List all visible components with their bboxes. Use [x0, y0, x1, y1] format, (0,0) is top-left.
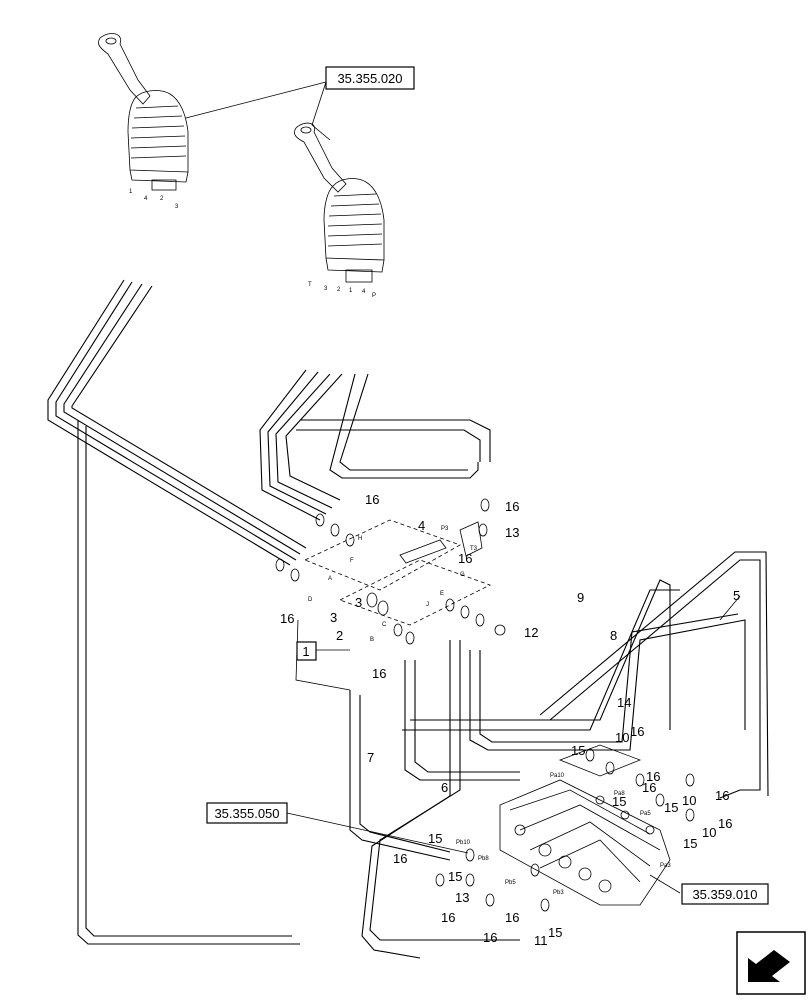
svg-text:35.359.010: 35.359.010: [692, 887, 757, 902]
callout: 8: [610, 628, 617, 643]
svg-text:Pb10: Pb10: [456, 840, 471, 846]
svg-text:16: 16: [441, 910, 455, 925]
svg-text:Pb8: Pb8: [478, 856, 489, 862]
manifold-port-letters: A B C D E F G H J: [308, 536, 465, 643]
callout: 16: [505, 499, 519, 514]
svg-text:1: 1: [129, 189, 133, 195]
callout: 15: [571, 743, 585, 758]
control-valve-block: [499, 744, 671, 906]
svg-text:16: 16: [646, 769, 660, 784]
svg-text:E: E: [440, 591, 444, 597]
svg-text:35.355.020: 35.355.020: [337, 71, 402, 86]
svg-text:16: 16: [715, 788, 729, 803]
callout: 4: [418, 518, 425, 533]
svg-text:J: J: [426, 602, 429, 608]
callout: 16: [372, 666, 386, 681]
svg-text:Pa8: Pa8: [614, 791, 625, 797]
svg-text:15: 15: [428, 831, 442, 846]
ref-box-valve-fitting[interactable]: 35.355.050: [206, 802, 288, 824]
svg-text:A: A: [328, 576, 332, 582]
callout: 16: [280, 611, 294, 626]
callout: 16: [393, 851, 407, 866]
callout: 16: [642, 780, 656, 795]
svg-text:1: 1: [302, 644, 309, 659]
svg-text:Pb5: Pb5: [505, 880, 516, 886]
callout: 3: [330, 610, 337, 625]
svg-text:T3: T3: [470, 546, 478, 552]
callout-numbers-extra: 15 15 16 16 16 16: [428, 769, 729, 925]
left-joystick-hoses: [47, 279, 307, 945]
port-labels: Pa10 Pa8 Pa5 Pa3 Pb10 Pb8 Pb5 Pb3 P3 T3: [441, 526, 671, 896]
callout: 3: [355, 595, 362, 610]
svg-text:2: 2: [337, 287, 341, 293]
callout: 16: [718, 816, 732, 831]
svg-text:Pa5: Pa5: [640, 811, 651, 817]
callout: 10: [615, 730, 629, 745]
callout: 16: [630, 724, 644, 739]
callout: 15: [612, 794, 626, 809]
callout: 16: [483, 930, 497, 945]
svg-text:G: G: [460, 572, 465, 578]
svg-text:2: 2: [160, 196, 164, 202]
svg-text:P3: P3: [441, 526, 449, 532]
svg-text:Pa10: Pa10: [550, 773, 565, 779]
callout: 10: [702, 825, 716, 840]
callout: 10: [682, 793, 696, 808]
callout: 7: [367, 750, 374, 765]
manifold-block: [295, 519, 492, 691]
callout: 15: [664, 800, 678, 815]
callout: 16: [365, 492, 379, 507]
svg-text:C: C: [382, 622, 387, 628]
right-joystick-pins: T 3 2 1 4 P: [308, 282, 376, 299]
svg-text:B: B: [370, 637, 374, 643]
leader-lines: [185, 81, 741, 894]
ref-box-top-joystick[interactable]: 35.355.020: [325, 66, 415, 90]
callout: 11: [534, 933, 548, 948]
svg-text:Pa3: Pa3: [660, 863, 671, 869]
valve-supply-hoses: [349, 551, 769, 959]
svg-text:D: D: [308, 597, 313, 603]
callout: 6: [441, 780, 448, 795]
svg-text:3: 3: [324, 286, 328, 292]
left-joystick: [98, 33, 189, 191]
fittings: [275, 498, 695, 912]
next-page-arrow-icon[interactable]: [736, 931, 806, 995]
ref-box-assembly: 1: [296, 641, 317, 661]
callout-numbers: 2 3 3 4 5 6 7 8 9 10 10 10 11 12 13 13 1…: [280, 492, 740, 948]
svg-text:H: H: [358, 536, 362, 542]
svg-text:4: 4: [144, 196, 148, 202]
ref-box-control-valve[interactable]: 35.359.010: [681, 883, 769, 905]
callout: 2: [336, 628, 343, 643]
callout: 15: [548, 925, 562, 940]
callout: 13: [455, 890, 469, 905]
callout: 14: [617, 695, 631, 710]
svg-text:35.355.050: 35.355.050: [214, 806, 279, 821]
callout: 5: [733, 588, 740, 603]
svg-text:F: F: [350, 558, 354, 564]
svg-text:4: 4: [362, 289, 366, 295]
right-joystick: [294, 122, 385, 283]
svg-text:P: P: [372, 293, 376, 299]
svg-text:T: T: [308, 282, 312, 288]
svg-text:3: 3: [175, 204, 179, 210]
svg-text:1: 1: [349, 288, 353, 294]
svg-text:16: 16: [505, 910, 519, 925]
callout: 13: [505, 525, 519, 540]
callout: 9: [577, 590, 584, 605]
callout: 16: [458, 551, 472, 566]
callout: 12: [524, 625, 538, 640]
svg-text:15: 15: [448, 869, 462, 884]
callout: 15: [683, 836, 697, 851]
svg-text:Pb3: Pb3: [553, 890, 564, 896]
right-joystick-hoses: [259, 369, 491, 521]
left-joystick-pins: 1 4 2 3: [129, 189, 179, 210]
